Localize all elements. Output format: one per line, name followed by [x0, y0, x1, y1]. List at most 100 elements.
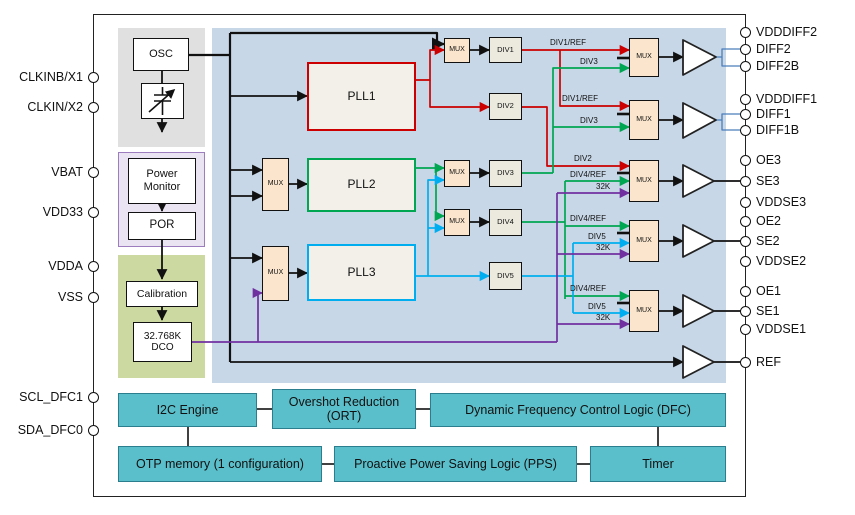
- pin-circle: [88, 71, 99, 83]
- pin-clkinb-x1: CLKINB/X1: [0, 69, 99, 85]
- se3-output-mux: MUX: [629, 160, 659, 202]
- pin-se3: SE3: [740, 173, 780, 189]
- pin-label: VDDDIFF2: [756, 25, 818, 39]
- pin-label: VSS: [57, 290, 83, 304]
- div3-input-mux: MUX: [444, 160, 470, 187]
- pin-label: VDDA: [48, 259, 83, 273]
- pin-label: DIFF1B: [756, 123, 800, 137]
- wire-label-div1ref-diff2: DIV1/REF: [550, 38, 587, 47]
- pin-oe2: OE2: [740, 213, 781, 229]
- pin-circle: [740, 255, 751, 267]
- pin-label: VBAT: [51, 165, 83, 179]
- pin-diff2b: DIFF2B: [740, 58, 799, 74]
- pin-diff1b: DIFF1B: [740, 122, 799, 138]
- pin-label: DIFF2: [756, 42, 791, 56]
- crystal-trim-cap-block: [141, 83, 184, 119]
- diff2-output-mux: MUX: [629, 38, 659, 77]
- pin-circle: [740, 60, 751, 72]
- pin-circle: [88, 206, 99, 218]
- timer-block: Timer: [590, 446, 726, 482]
- pin-circle: [740, 43, 751, 55]
- wire-label-div3-diff2: DIV3: [580, 57, 598, 66]
- wire-label-32k-se2: 32K: [596, 243, 611, 252]
- wire-label-32k-se3: 32K: [596, 182, 611, 191]
- pin-vdddiff2: VDDDIFF2: [740, 24, 817, 40]
- pps-logic-block: Proactive Power Saving Logic (PPS): [334, 446, 577, 482]
- pin-vbat: VBAT: [0, 164, 99, 180]
- pin-sda-dfc0: SDA_DFC0: [0, 422, 99, 438]
- wire-label-div3-diff1: DIV3: [580, 116, 598, 125]
- pin-circle: [88, 291, 99, 303]
- se1-output-mux: MUX: [629, 290, 659, 332]
- se2-output-mux: MUX: [629, 220, 659, 262]
- pin-vdddiff1: VDDDIFF1: [740, 91, 817, 107]
- pin-label: SE3: [756, 174, 780, 188]
- pin-label: OE2: [756, 214, 782, 228]
- pin-vdda: VDDA: [0, 258, 99, 274]
- pin-circle: [740, 26, 751, 38]
- dco-block: 32.768K DCO: [133, 322, 192, 362]
- pin-circle: [740, 323, 751, 335]
- pin-circle: [740, 305, 751, 317]
- pll3-block: PLL3: [307, 244, 416, 301]
- wire-label-div4ref-se2: DIV4/REF: [570, 214, 607, 223]
- pin-vddse2: VDDSE2: [740, 253, 806, 269]
- wire-label-32k-se1: 32K: [596, 313, 611, 322]
- pin-circle: [740, 154, 751, 166]
- pin-label: CLKIN/X2: [27, 100, 83, 114]
- pin-diff1: DIFF1: [740, 106, 791, 122]
- pin-circle: [740, 93, 751, 105]
- pin-vss: VSS: [0, 289, 99, 305]
- pin-scl-dfc1: SCL_DFC1: [0, 389, 99, 405]
- pin-label: VDDSE2: [756, 254, 807, 268]
- pin-circle: [88, 101, 99, 113]
- div2-block: DIV2: [489, 93, 522, 120]
- wire-label-div5-se2: DIV5: [588, 232, 606, 241]
- pin-circle: [740, 215, 751, 227]
- pin-label: SE1: [756, 304, 780, 318]
- pin-circle: [740, 175, 751, 187]
- pin-label: CLKINB/X1: [19, 70, 83, 84]
- wire-label-div5-se1: DIV5: [588, 302, 606, 311]
- pin-label: DIFF1: [756, 107, 791, 121]
- pin-vddse3: VDDSE3: [740, 194, 806, 210]
- pin-se2: SE2: [740, 233, 780, 249]
- trim-capacitor-icon: [148, 86, 176, 115]
- pll1-block: PLL1: [307, 62, 416, 131]
- pin-circle: [740, 124, 751, 136]
- pin-circle: [740, 285, 751, 297]
- pin-circle: [740, 356, 751, 368]
- div1-input-mux: MUX: [444, 38, 470, 63]
- pin-circle: [740, 196, 751, 208]
- pin-label: SCL_DFC1: [19, 390, 83, 404]
- pin-se1: SE1: [740, 303, 780, 319]
- pin-label: SE2: [756, 234, 780, 248]
- pll2-block: PLL2: [307, 158, 416, 212]
- pin-label: VDDDIFF1: [756, 92, 818, 106]
- overshot-reduction-block: Overshot Reduction (ORT): [272, 389, 416, 429]
- dfc-logic-block: Dynamic Frequency Control Logic (DFC): [430, 393, 726, 427]
- pin-oe3: OE3: [740, 152, 781, 168]
- pll3-input-mux: MUX: [262, 246, 289, 301]
- power-monitor-block: Power Monitor: [128, 158, 196, 204]
- pin-circle: [740, 108, 751, 120]
- osc-block: OSC: [133, 38, 189, 71]
- div5-block: DIV5: [489, 262, 522, 290]
- pin-circle: [88, 260, 99, 272]
- pin-label: DIFF2B: [756, 59, 800, 73]
- pin-circle: [88, 391, 99, 403]
- div4-input-mux: MUX: [444, 209, 470, 236]
- div4-block: DIV4: [489, 209, 522, 236]
- div1-block: DIV1: [489, 37, 522, 63]
- calibration-block: Calibration: [126, 281, 198, 307]
- wire-label-div2-se3: DIV2: [574, 154, 592, 163]
- pin-ref: REF: [740, 354, 781, 370]
- diff1-output-mux: MUX: [629, 100, 659, 140]
- pin-vddse1: VDDSE1: [740, 321, 806, 337]
- por-block: POR: [128, 212, 196, 240]
- pll2-input-mux: MUX: [262, 158, 289, 211]
- wire-label-div1ref-diff1: DIV1/REF: [562, 94, 599, 103]
- otp-memory-block: OTP memory (1 configuration): [118, 446, 322, 482]
- pin-circle: [740, 235, 751, 247]
